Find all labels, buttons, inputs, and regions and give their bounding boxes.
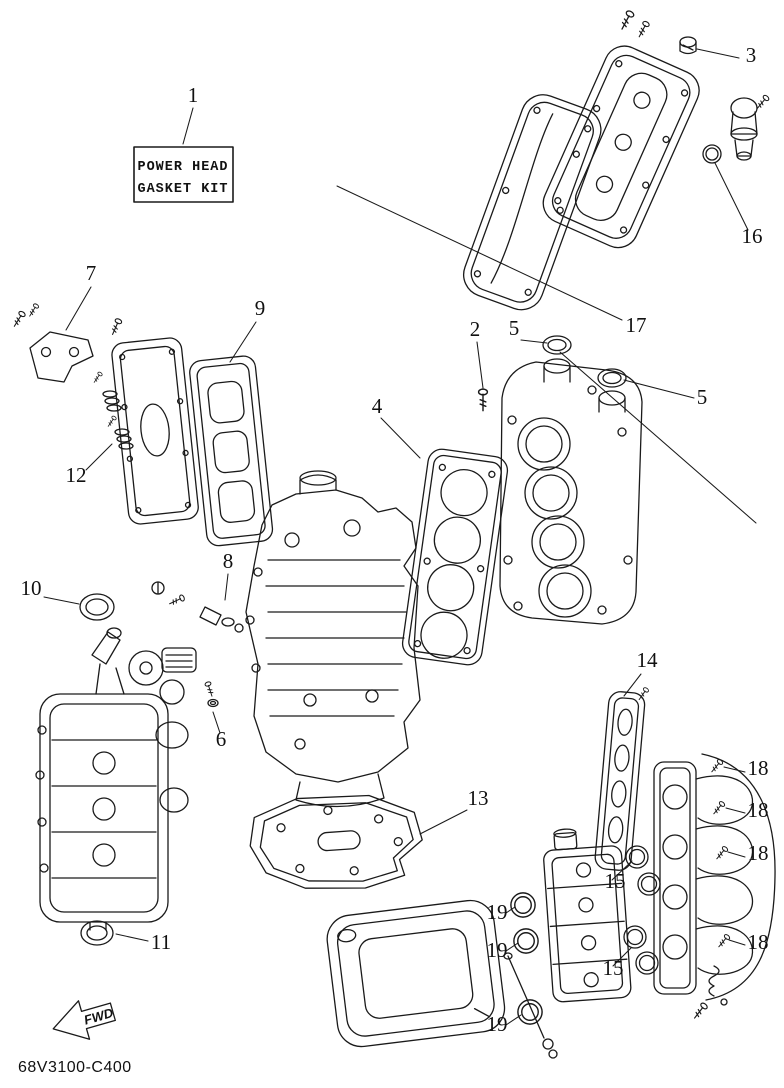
- drawing-number: 68V3100-C400: [18, 1059, 132, 1076]
- long-bolt: [503, 952, 558, 1059]
- callout-12: 12: [66, 463, 87, 487]
- oring-part15-b: [637, 872, 661, 896]
- callout-9: 9: [255, 296, 266, 320]
- callout-7: 7: [86, 261, 97, 285]
- cylinder-block: [245, 470, 421, 808]
- head-gasket-part4: [401, 448, 509, 666]
- cylinder-head-cover: [542, 45, 700, 249]
- oring-part15-a: [625, 845, 649, 869]
- oring-part15-d: [635, 951, 659, 975]
- crankcase-assembly: [35, 627, 197, 931]
- callout-19c: 19: [487, 1012, 508, 1036]
- callout-13: 13: [468, 786, 489, 810]
- callout-11: 11: [151, 930, 171, 954]
- kit-label-line2: GASKET KIT: [137, 182, 228, 197]
- cylinder-head: [499, 358, 643, 625]
- check-valve-springs: [91, 370, 134, 450]
- anode-sensor-parts8: [151, 581, 244, 633]
- callout-6: 6: [216, 727, 227, 751]
- oring-part16: [702, 144, 722, 164]
- callout-14: 14: [637, 648, 659, 672]
- callout-5b: 5: [697, 385, 708, 409]
- washer-bolt-part6: [204, 680, 219, 708]
- kit-label: POWER HEAD GASKET KIT: [133, 146, 234, 203]
- intake-manifold: [653, 753, 776, 1021]
- callout-15b: 15: [603, 956, 624, 980]
- exhaust-cover: [108, 317, 199, 525]
- bolt-part2: [477, 388, 489, 412]
- callouts: 1 3 16 17 7 9 2 5 5 4 12 8 10 6 14 13 18…: [21, 43, 769, 1036]
- seal-part11: [80, 920, 114, 946]
- kit-label-line1: POWER HEAD: [137, 160, 228, 175]
- breather-cap: [679, 36, 697, 55]
- callout-19a: 19: [487, 900, 508, 924]
- callout-15a: 15: [605, 869, 626, 893]
- head-cover-gasket: [463, 94, 602, 311]
- callout-16: 16: [742, 224, 763, 248]
- bracket-part7: [10, 302, 94, 383]
- callout-4: 4: [372, 394, 383, 418]
- callout-10: 10: [21, 576, 42, 600]
- plate-gasket-part13: [249, 794, 423, 889]
- callout-18b: 18: [748, 798, 769, 822]
- callout-18a: 18: [748, 756, 769, 780]
- callout-2: 2: [470, 317, 481, 341]
- intake-gasket-part14: [594, 686, 650, 871]
- callout-19b: 19: [487, 938, 508, 962]
- callout-18d: 18: [748, 930, 769, 954]
- callout-3: 3: [746, 43, 757, 67]
- throttle-body-stack: [543, 828, 632, 1003]
- fwd-label: FWD: [82, 1005, 115, 1028]
- callout-17: 17: [626, 313, 647, 337]
- thermostat-assembly: [730, 93, 771, 161]
- callout-8: 8: [223, 549, 234, 573]
- head-cover-bolts: [617, 9, 651, 39]
- callout-5a: 5: [509, 316, 520, 340]
- seal-part5-right: [597, 368, 627, 388]
- fwd-arrow: FWD: [52, 1000, 116, 1040]
- seal-part10: [79, 593, 115, 621]
- oring-part19-c: [517, 999, 543, 1025]
- seal-part5-left: [542, 335, 572, 355]
- oring-part19-a: [510, 892, 536, 918]
- exhaust-cover-gasket: [189, 355, 274, 547]
- callout-1: 1: [188, 83, 199, 107]
- intake-silencer: [326, 899, 506, 1048]
- callout-18c: 18: [748, 841, 769, 865]
- oring-part19-b: [513, 928, 539, 954]
